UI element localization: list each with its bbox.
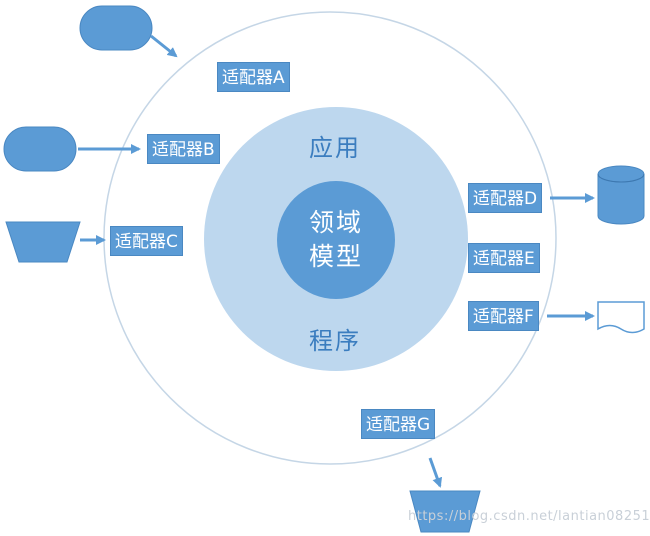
input-device-shape-a — [79, 5, 153, 51]
arrow-a — [150, 34, 178, 58]
adapter-f-box: 适配器F — [468, 301, 539, 331]
adapter-e-box: 适配器E — [468, 243, 540, 273]
adapter-c-box: 适配器C — [110, 226, 183, 256]
input-device-shape-b — [3, 126, 77, 172]
adapter-d-box: 适配器D — [468, 183, 543, 213]
manual-input-shape-c — [5, 221, 81, 263]
manual-output-shape-g — [409, 490, 481, 533]
arrow-g — [428, 457, 443, 488]
watermark-text: https://blog.csdn.net/lantian08251 — [408, 509, 650, 524]
document-icon — [597, 301, 645, 334]
adapter-a-box: 适配器A — [217, 62, 290, 92]
adapter-b-box: 适配器B — [147, 134, 220, 164]
ring-label-top: 应用 — [309, 134, 361, 162]
core-label-line1: 领域 — [308, 208, 363, 237]
database-icon — [597, 165, 645, 225]
core-label-line2: 模型 — [308, 242, 363, 271]
adapter-g-box: 适配器G — [361, 409, 436, 439]
ring-label-bottom: 程序 — [309, 327, 361, 355]
domain-model-core — [277, 181, 395, 299]
